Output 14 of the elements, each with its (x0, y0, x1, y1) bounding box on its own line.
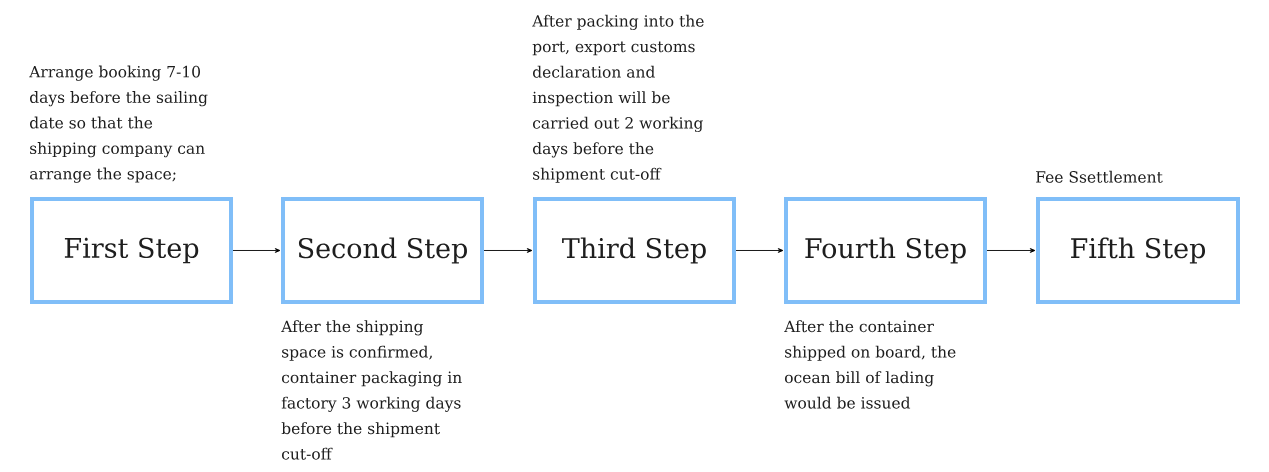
note-text: Fee Ssettlement (1036, 170, 1163, 183)
step-box: Third Step (533, 197, 736, 304)
arrow (483, 248, 533, 253)
arrow (232, 248, 281, 253)
step-box: Fifth Step (1036, 197, 1240, 304)
arrow (986, 248, 1036, 253)
step-box: Second Step (281, 197, 484, 304)
step-box: First Step (30, 197, 233, 304)
note-text: After the container shipped on board, the ocean bill of lading would be issued (784, 320, 956, 409)
note-text: After the shipping space is confirmed, container packaging in factory 3 working days before the shipment cut-off (281, 320, 462, 460)
arrow (735, 248, 784, 253)
note-text: After packing into the port, export customs declaration and inspection will be carried out 2 working days before the shipment cut-off (532, 14, 704, 183)
note-text: Arrange booking 7-10 days before the sailing date so that the shipping company can arrange the space; (29, 65, 208, 183)
step-box: Fourth Step (784, 197, 987, 304)
